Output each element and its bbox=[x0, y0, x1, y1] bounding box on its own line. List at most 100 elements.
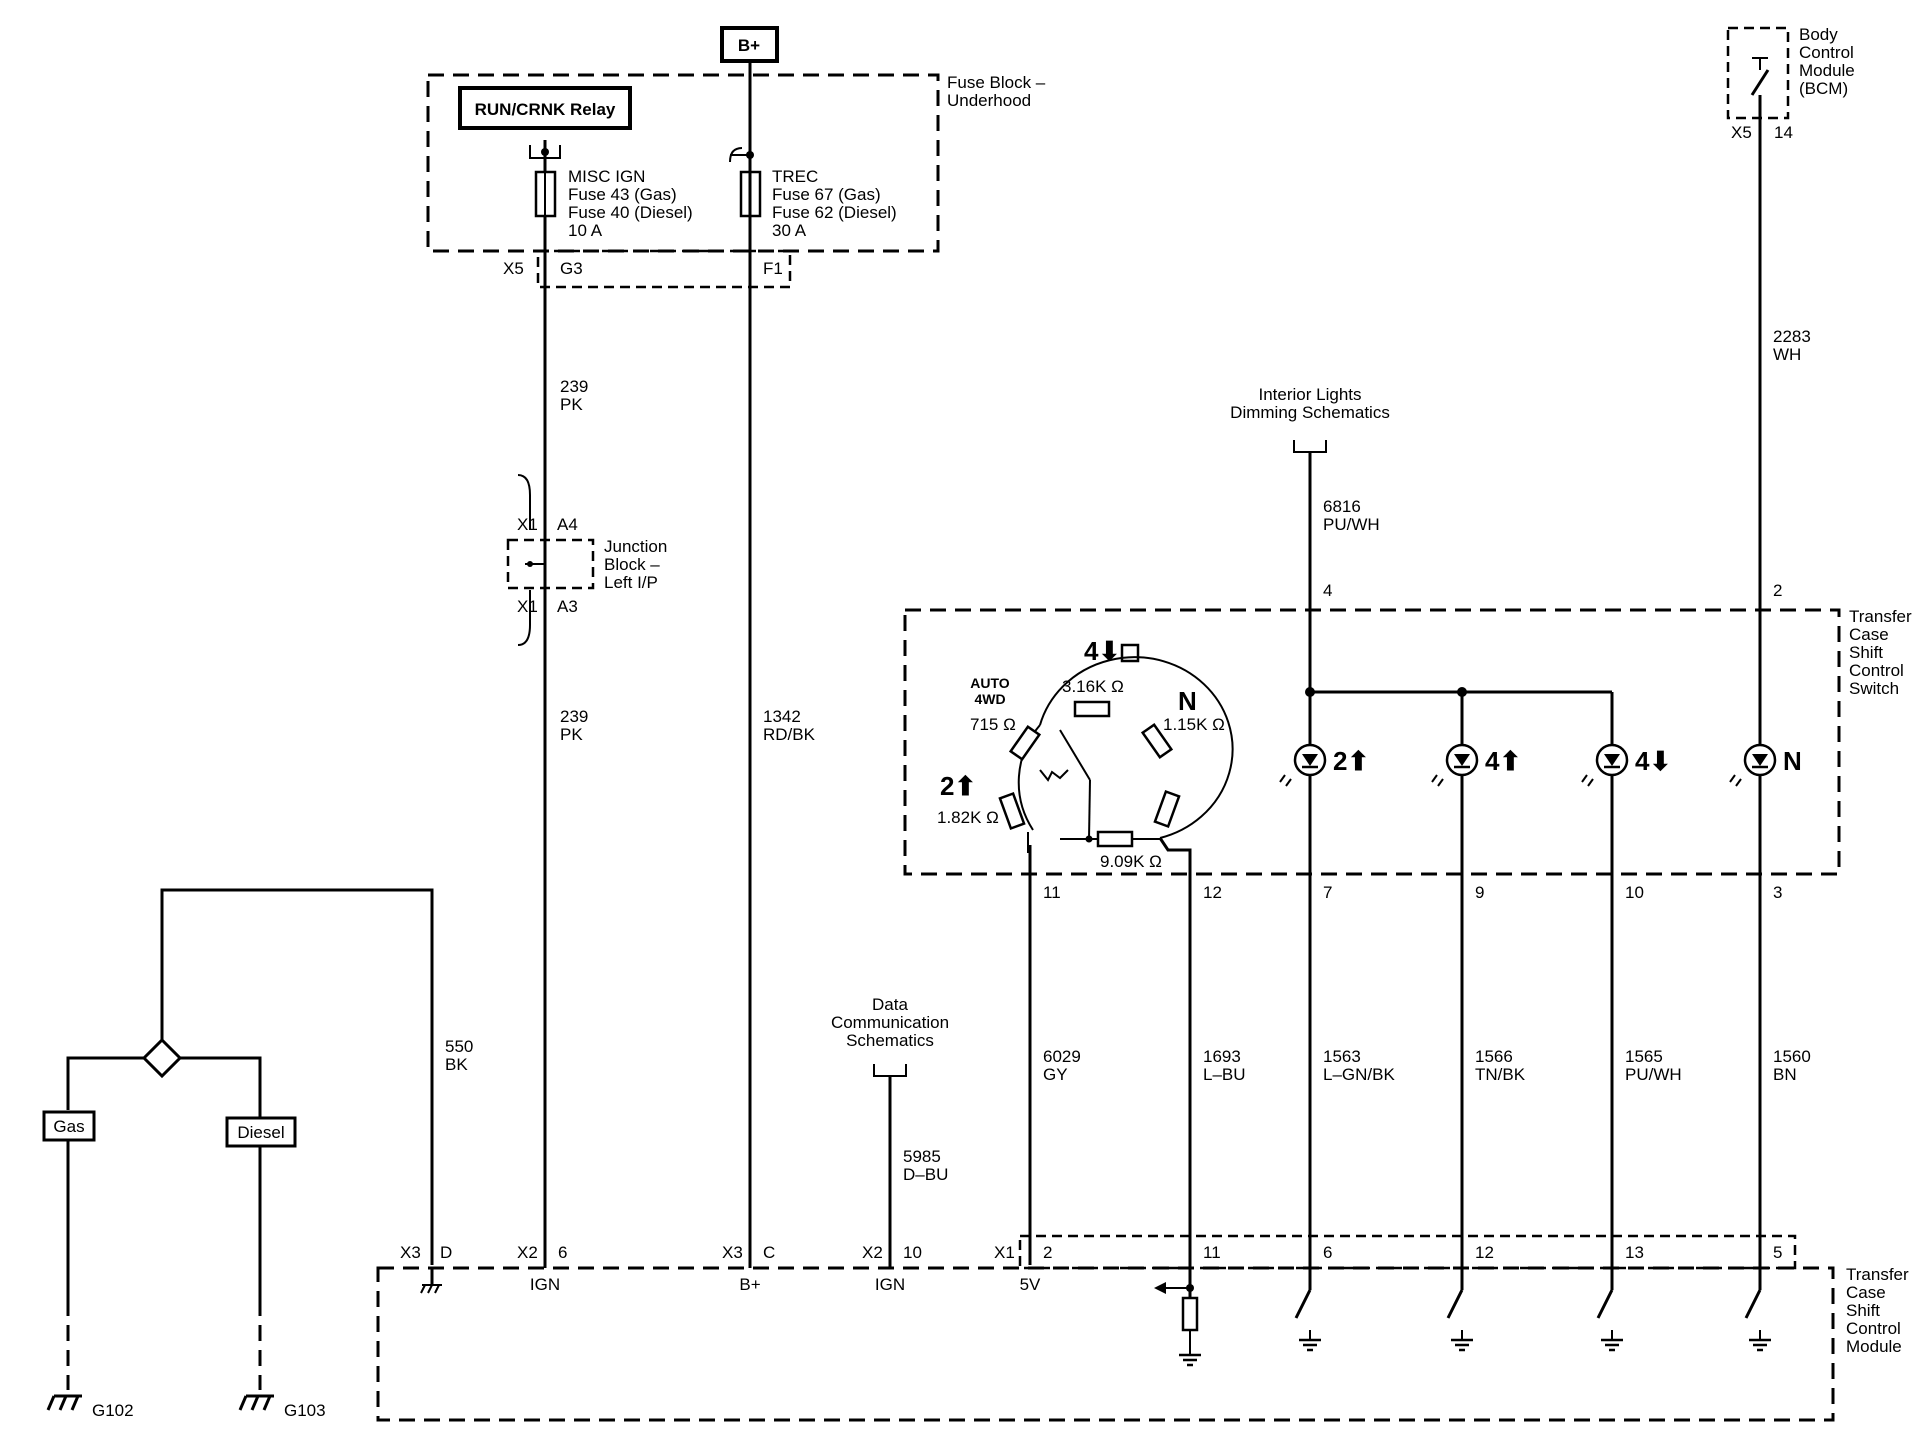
module-title-5: Module bbox=[1846, 1337, 1902, 1356]
jb-conn-top: X1 bbox=[517, 515, 538, 534]
mod-x2a: X2 bbox=[517, 1243, 538, 1262]
interior-lights-2: Dimming Schematics bbox=[1230, 403, 1390, 422]
mod-p13: 13 bbox=[1625, 1243, 1644, 1262]
ground-g102-icon bbox=[46, 1394, 84, 1412]
mod-p6b: 6 bbox=[1323, 1243, 1332, 1262]
mod-d: D bbox=[440, 1243, 452, 1262]
w2283-num: 2283 bbox=[1773, 327, 1811, 346]
w550-num: 550 bbox=[445, 1037, 473, 1056]
w1560-color: BN bbox=[1773, 1065, 1797, 1084]
driver-switch-icon bbox=[1596, 1289, 1614, 1319]
bcm-title-4: (BCM) bbox=[1799, 79, 1848, 98]
misc-ign-line-4: 10 A bbox=[568, 221, 603, 240]
driver-switch-icon bbox=[1294, 1289, 1312, 1319]
led-neutral: N bbox=[1729, 743, 1802, 787]
mod-p5: 5 bbox=[1773, 1243, 1782, 1262]
module-ground-icon-5 bbox=[1747, 1328, 1773, 1352]
module-title-3: Shift bbox=[1846, 1301, 1880, 1320]
mod-c: C bbox=[763, 1243, 775, 1262]
mode-4-low: 4⬇ bbox=[1084, 636, 1120, 666]
wire-550 bbox=[160, 888, 434, 1265]
module-ground-icon-1 bbox=[1177, 1343, 1203, 1367]
w1565-num: 1565 bbox=[1625, 1047, 1663, 1066]
module-title-4: Control bbox=[1846, 1319, 1901, 1338]
trec-line-3: Fuse 62 (Diesel) bbox=[772, 203, 897, 222]
led-4-high: 4⬆ bbox=[1431, 743, 1521, 787]
trec-connector-icon bbox=[729, 147, 743, 163]
module-ground-icon-2 bbox=[1297, 1328, 1323, 1352]
trec-line-1: TREC bbox=[772, 167, 818, 186]
data-comm-3: Schematics bbox=[846, 1031, 934, 1050]
led-label-4-high: 4⬆ bbox=[1485, 746, 1521, 776]
driver-switch-icon bbox=[1744, 1289, 1762, 1319]
interior-lights-1: Interior Lights bbox=[1259, 385, 1362, 404]
trec-line-2: Fuse 67 (Gas) bbox=[772, 185, 881, 204]
w6816-num: 6816 bbox=[1323, 497, 1361, 516]
jb-pin-bottom: A3 bbox=[557, 597, 578, 616]
w2283-color: WH bbox=[1773, 345, 1801, 364]
bcm-switch-icon bbox=[1750, 69, 1770, 96]
led-2-high: 2⬆ bbox=[1279, 743, 1369, 787]
module-chassis-ground-icon bbox=[420, 1284, 442, 1294]
led-4-low: 4⬇ bbox=[1581, 743, 1671, 787]
mode-auto-1: AUTO bbox=[970, 675, 1010, 691]
resistor-9090 bbox=[1096, 830, 1134, 848]
mod-x2b: X2 bbox=[862, 1243, 883, 1262]
w1566-color: TN/BK bbox=[1475, 1065, 1526, 1084]
r-715-label: 715 Ω bbox=[970, 715, 1016, 734]
led-label-neutral: N bbox=[1783, 746, 1802, 776]
lock-icon bbox=[1120, 643, 1140, 663]
mode-neutral: N bbox=[1178, 686, 1197, 716]
jb-title-2: Block – bbox=[604, 555, 660, 574]
switch-pin-2: 2 bbox=[1773, 581, 1782, 600]
bplus-label: B+ bbox=[738, 36, 760, 55]
mod-p11: 11 bbox=[1203, 1243, 1221, 1262]
switch-title-3: Shift bbox=[1849, 643, 1883, 662]
mod-x3: X3 bbox=[400, 1243, 421, 1262]
ground-g103-icon bbox=[238, 1394, 276, 1412]
mode-2-high: 2⬆ bbox=[940, 771, 976, 801]
resistor-3160 bbox=[1073, 700, 1111, 718]
switch-pin-12: 12 bbox=[1203, 883, 1222, 902]
led-label-4-low: 4⬇ bbox=[1635, 746, 1671, 776]
transfer-case-switch: Transfer Case Shift Control Switch 4⬇ 3.… bbox=[903, 607, 1912, 1290]
switch-title-2: Case bbox=[1849, 625, 1889, 644]
input-arrow-icon bbox=[1154, 1282, 1166, 1294]
ground-g102-label: G102 bbox=[92, 1401, 134, 1420]
switch-pin-9: 9 bbox=[1475, 883, 1484, 902]
switch-pin-3: 3 bbox=[1773, 883, 1782, 902]
mod-x1: X1 bbox=[994, 1243, 1015, 1262]
bcm-conn: X5 bbox=[1731, 123, 1752, 142]
mode-auto-2: 4WD bbox=[974, 691, 1005, 707]
mod-ign1: IGN bbox=[530, 1275, 560, 1294]
w1563-color: L–GN/BK bbox=[1323, 1065, 1395, 1084]
switch-pin-11: 11 bbox=[1043, 883, 1061, 902]
run-crnk-relay-box bbox=[458, 86, 632, 130]
driver-switch-icon bbox=[1446, 1289, 1464, 1319]
w1693-num: 1693 bbox=[1203, 1047, 1241, 1066]
w239b-num: 239 bbox=[560, 707, 588, 726]
module-title-2: Case bbox=[1846, 1283, 1886, 1302]
jb-conn-bottom: X1 bbox=[517, 597, 538, 616]
w1342-num: 1342 bbox=[763, 707, 801, 726]
r-3160-label: 3.16K Ω bbox=[1062, 677, 1124, 696]
w1566-num: 1566 bbox=[1475, 1047, 1513, 1066]
gas-label: Gas bbox=[53, 1117, 84, 1136]
mod-bplus: B+ bbox=[739, 1275, 760, 1294]
switch-title-4: Control bbox=[1849, 661, 1904, 680]
option-splice-icon bbox=[141, 1037, 183, 1079]
body-control-module: Body Control Module (BCM) X5 14 bbox=[1726, 25, 1855, 142]
r-9090-label: 9.09K Ω bbox=[1100, 852, 1162, 871]
mod-x3b: X3 bbox=[722, 1243, 743, 1262]
mod-p10: 10 bbox=[903, 1243, 922, 1262]
misc-ign-line-3: Fuse 40 (Diesel) bbox=[568, 203, 693, 222]
module-ground-icon-4 bbox=[1599, 1328, 1625, 1352]
w6029-num: 6029 bbox=[1043, 1047, 1081, 1066]
w1560-num: 1560 bbox=[1773, 1047, 1811, 1066]
trec-line-4: 30 A bbox=[772, 221, 807, 240]
w6029-color: GY bbox=[1043, 1065, 1068, 1084]
switch-wiper bbox=[1059, 729, 1091, 781]
jb-title-3: Left I/P bbox=[604, 573, 658, 592]
fuse-block-title-2: Underhood bbox=[947, 91, 1031, 110]
wire-1693 bbox=[1158, 837, 1192, 1270]
